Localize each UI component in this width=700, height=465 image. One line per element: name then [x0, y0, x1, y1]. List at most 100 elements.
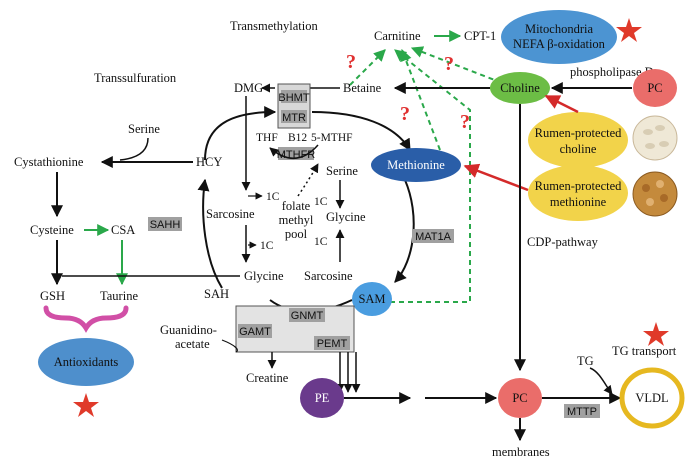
sahh-label: SAHH — [150, 219, 181, 231]
sam-label: SAM — [358, 292, 385, 306]
serine-join-line — [119, 137, 149, 161]
guanidinoacetate-label-line2: acetate — [175, 337, 210, 351]
vldl-node — [619, 367, 685, 429]
methionine-node — [371, 148, 461, 182]
rp-methionine-to-methionine-arrow — [463, 163, 529, 192]
transmethylation-label: Transmethylation — [230, 19, 318, 33]
pe-label: PE — [315, 391, 330, 405]
mthf-label: 5-MTHF — [311, 132, 353, 144]
question-mark: ? — [444, 53, 454, 75]
cpt1-label: CPT-1 — [464, 29, 496, 43]
sah-to-hcy-arc — [197, 178, 223, 289]
glycine-upper-label: Glycine — [326, 210, 366, 224]
sarcosine-lower-label: Sarcosine — [304, 269, 353, 283]
rp-methionine-label-line1: Rumen-protected — [535, 179, 623, 193]
dmg-label: DMG — [234, 81, 263, 95]
hcy-label: HCY — [196, 155, 222, 169]
bhmt-label: BHMT — [278, 92, 309, 104]
question-mark: ? — [346, 51, 356, 73]
rp-choline-to-choline-arrow — [544, 94, 579, 114]
glycine-lower-label: Glycine — [244, 269, 284, 283]
mat1a-enzyme-badge — [412, 229, 454, 243]
mat1a-label: MAT1A — [415, 231, 452, 243]
tg-label: TG — [577, 354, 594, 368]
pc-top-node — [633, 69, 677, 107]
pemt-label: PEMT — [317, 338, 348, 350]
hcy-to-mtr-arc — [204, 106, 277, 161]
nefa-label: NEFA β-oxidation — [513, 37, 606, 51]
taurine-label: Taurine — [100, 289, 138, 303]
rp-choline-label-line2: choline — [560, 142, 597, 156]
antioxidants-node — [38, 338, 134, 386]
creatine-label: Creatine — [246, 371, 289, 385]
mitochondria-label: Mitochondria — [525, 22, 593, 36]
one-c-label: 1C — [260, 240, 274, 252]
methionine-pellets-photo — [632, 171, 678, 217]
guanidinoacetate-label-line1: Guanidino- — [160, 323, 217, 337]
pc-top-label: PC — [647, 81, 662, 95]
tg-to-vldl-arrow — [589, 367, 613, 395]
mtr-enzyme-badge — [281, 110, 307, 123]
sarcosine-upper-label: Sarcosine — [206, 207, 255, 221]
thf-label: THF — [256, 132, 278, 144]
pemt-enzyme-badge — [314, 336, 350, 350]
antioxidants-label: Antioxidants — [54, 355, 119, 369]
sam-node — [352, 282, 392, 316]
pool-label: pool — [285, 227, 308, 241]
choline-label: Choline — [500, 81, 540, 95]
serine-mid-label: Serine — [326, 164, 358, 178]
transsulfuration-label: Transsulfuration — [94, 71, 177, 85]
gamt-label: GAMT — [239, 326, 271, 338]
mttp-label: MTTP — [567, 406, 597, 418]
csa-label: CSA — [111, 223, 135, 237]
pe-node — [300, 378, 344, 418]
choline-pellets-photo — [632, 115, 678, 161]
gsh-label: GSH — [40, 289, 65, 303]
serine-left-label: Serine — [128, 122, 160, 136]
gnmt-enzyme-badge — [289, 308, 325, 322]
rp-methionine-node — [528, 165, 628, 221]
sah-label: SAH — [204, 287, 229, 301]
rp-methionine-label-line2: methionine — [550, 195, 607, 209]
betaine-label: Betaine — [343, 81, 382, 95]
cysteine-label: Cysteine — [30, 223, 74, 237]
methionine-to-sam-arc — [394, 179, 415, 283]
cystathionine-label: Cystathionine — [14, 155, 84, 169]
carnitine-label: Carnitine — [374, 29, 421, 43]
question-mark: ? — [400, 103, 410, 125]
methionine-to-carnitine-dashed-arrow — [400, 48, 441, 151]
methionine-label: Methionine — [387, 158, 445, 172]
star-icon — [616, 18, 642, 42]
bhmt-enzyme-badge — [281, 90, 307, 103]
membranes-label: membranes — [492, 445, 550, 459]
sam-to-carnitine-dashed-arrow — [390, 49, 471, 303]
vldl-label: VLDL — [635, 391, 668, 405]
question-mark: ? — [460, 111, 470, 133]
choline-node — [490, 72, 550, 104]
mitochondria-node — [501, 10, 617, 64]
gnmt-label: GNMT — [291, 310, 324, 322]
gamt-enzyme-badge — [238, 324, 272, 338]
mtr-label: MTR — [282, 112, 306, 124]
sahh-enzyme-badge — [148, 217, 182, 231]
mtr-to-methionine-arc — [311, 111, 411, 152]
mttp-enzyme-badge — [564, 404, 600, 418]
one-c-label: 1C — [314, 236, 328, 248]
star-icon — [73, 393, 99, 417]
phospholipase-label: phospholipase D — [570, 65, 654, 79]
star-icon — [643, 322, 669, 346]
mthfr-label: MTHFR — [277, 149, 316, 161]
cdp-pathway-label: CDP-pathway — [527, 235, 599, 249]
bracket-icon — [43, 305, 129, 333]
pc-bottom-label: PC — [512, 391, 527, 405]
pc-bottom-node — [498, 378, 542, 418]
folate-label: folate — [282, 199, 311, 213]
b12-label: B12 — [288, 132, 307, 144]
one-c-label: 1C — [314, 196, 328, 208]
methyl-label: methyl — [279, 213, 314, 227]
folate-pool-to-mthf-arrow — [297, 163, 319, 197]
one-c-label: 1C — [266, 191, 280, 203]
rp-choline-label-line1: Rumen-protected — [535, 126, 623, 140]
